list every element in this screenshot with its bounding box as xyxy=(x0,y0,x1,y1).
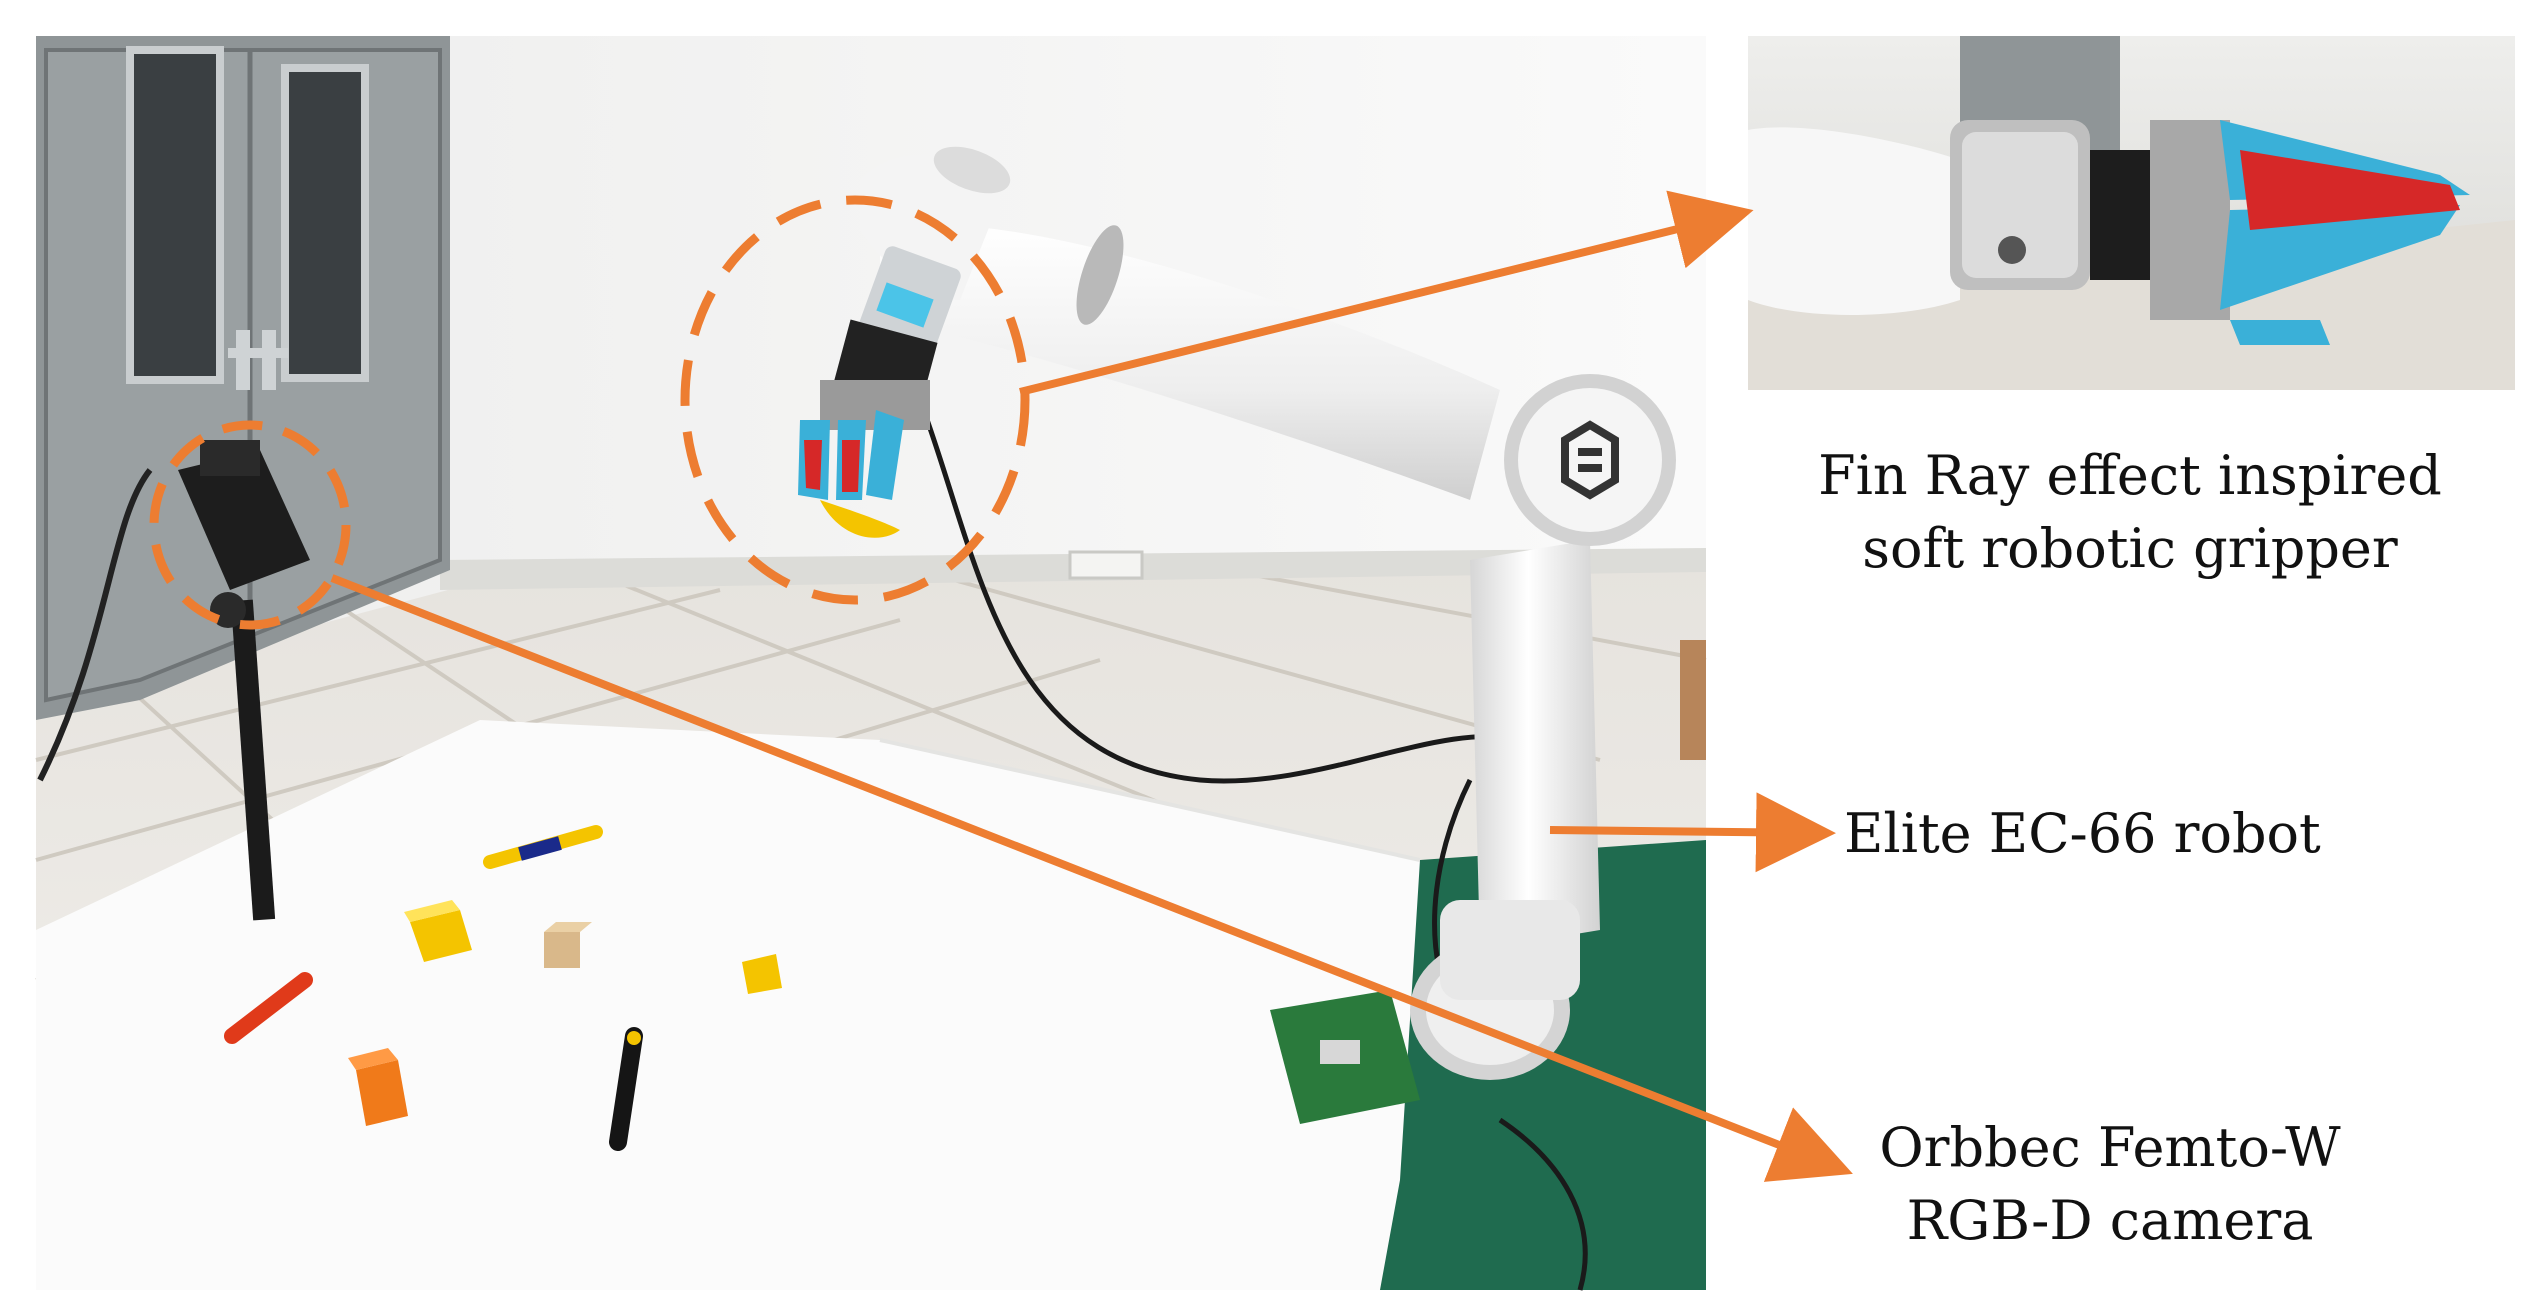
gripper-caption-line2: soft robotic gripper xyxy=(1862,516,2398,580)
camera-caption-line2: RGB-D camera xyxy=(1906,1188,2314,1252)
yellow-block-left xyxy=(404,900,472,962)
camera-highlight-circle xyxy=(149,420,351,630)
gripper-highlight-circle xyxy=(680,195,1030,605)
gripper-caption-line1: Fin Ray effect inspired xyxy=(1818,444,2442,507)
table-objects xyxy=(224,825,1420,1151)
red-marker xyxy=(224,972,313,1044)
camera-tripod xyxy=(37,440,310,921)
arrow-to-robot-label xyxy=(1549,792,1836,873)
yellow-block-right xyxy=(742,954,782,994)
door-handle-icon xyxy=(228,330,288,390)
camera-caption-line1: Orbbec Femto-W xyxy=(1879,1116,2341,1179)
black-marker xyxy=(609,1027,643,1151)
orange-block xyxy=(348,1048,408,1126)
robot-caption: Elite EC-66 robot xyxy=(1844,798,2321,871)
arrow-to-camera-label xyxy=(330,574,1853,1182)
robot-caption-text: Elite EC-66 robot xyxy=(1844,802,2321,865)
wood-cube xyxy=(544,922,592,968)
elite-logo-icon xyxy=(1561,420,1619,500)
gripper-photo xyxy=(798,319,938,538)
arrow-to-gripper-inset xyxy=(1019,190,1754,396)
main-photo xyxy=(35,36,1707,1291)
yellow-pen xyxy=(483,825,603,869)
gripper-caption: Fin Ray effect inspired soft robotic gri… xyxy=(1780,440,2480,586)
camera-caption: Orbbec Femto-W RGB-D camera xyxy=(1780,1112,2440,1258)
gripper-inset-photo xyxy=(1748,36,2515,390)
annotation-arrows xyxy=(330,190,1853,1182)
circuit-board xyxy=(1270,990,1420,1124)
inset-fingers xyxy=(2220,120,2470,345)
